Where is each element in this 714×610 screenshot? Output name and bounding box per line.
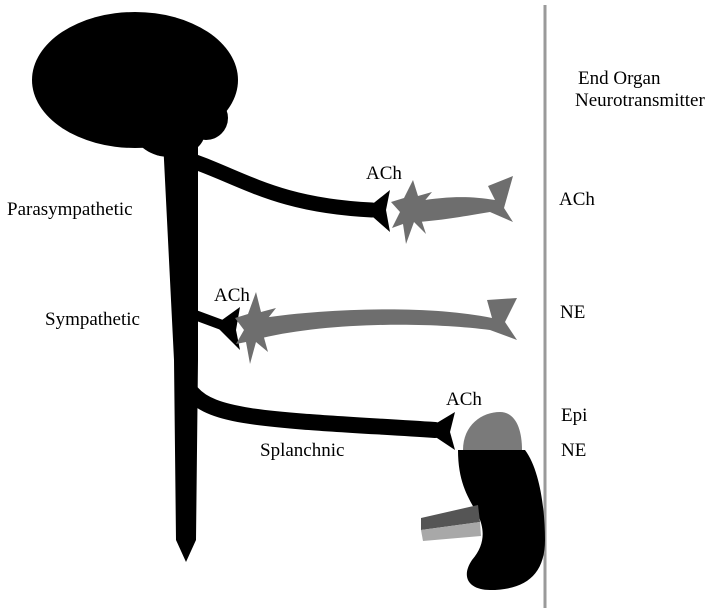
parasympathetic-preganglionic-fiber bbox=[175, 155, 372, 210]
splanchnic-label: Splanchnic bbox=[260, 441, 344, 460]
splanchnic-ganglion-transmitter: ACh bbox=[446, 390, 482, 409]
spinal-cord bbox=[163, 140, 198, 562]
splanchnic-synaptic-terminal bbox=[425, 412, 455, 450]
parasympathetic-ganglion-transmitter: ACh bbox=[366, 164, 402, 183]
parasympathetic-synaptic-terminal bbox=[365, 190, 390, 232]
sympathetic-label: Sympathetic bbox=[45, 310, 140, 329]
header-line-1: End Organ bbox=[577, 68, 707, 90]
header-line-2: Neurotransmitter bbox=[575, 90, 707, 112]
brain-shape bbox=[32, 12, 238, 157]
end-organ-header: End Organ Neurotransmitter bbox=[577, 68, 707, 112]
sympathetic-preganglionic-fiber bbox=[195, 315, 222, 325]
splanchnic-preganglionic-fiber bbox=[192, 393, 435, 430]
parasympathetic-label: Parasympathetic bbox=[7, 200, 133, 219]
sympathetic-ganglion-transmitter: ACh bbox=[214, 286, 250, 305]
adrenal-medulla bbox=[463, 412, 522, 450]
splanchnic-end-organ-transmitter-ne: NE bbox=[561, 441, 586, 460]
sympathetic-postganglionic-neuron bbox=[235, 292, 517, 364]
parasympathetic-postganglionic-neuron bbox=[391, 176, 513, 244]
splanchnic-end-organ-transmitter-epi: Epi bbox=[561, 406, 587, 425]
parasympathetic-end-organ-transmitter: ACh bbox=[559, 190, 595, 209]
sympathetic-end-organ-transmitter: NE bbox=[560, 303, 585, 322]
